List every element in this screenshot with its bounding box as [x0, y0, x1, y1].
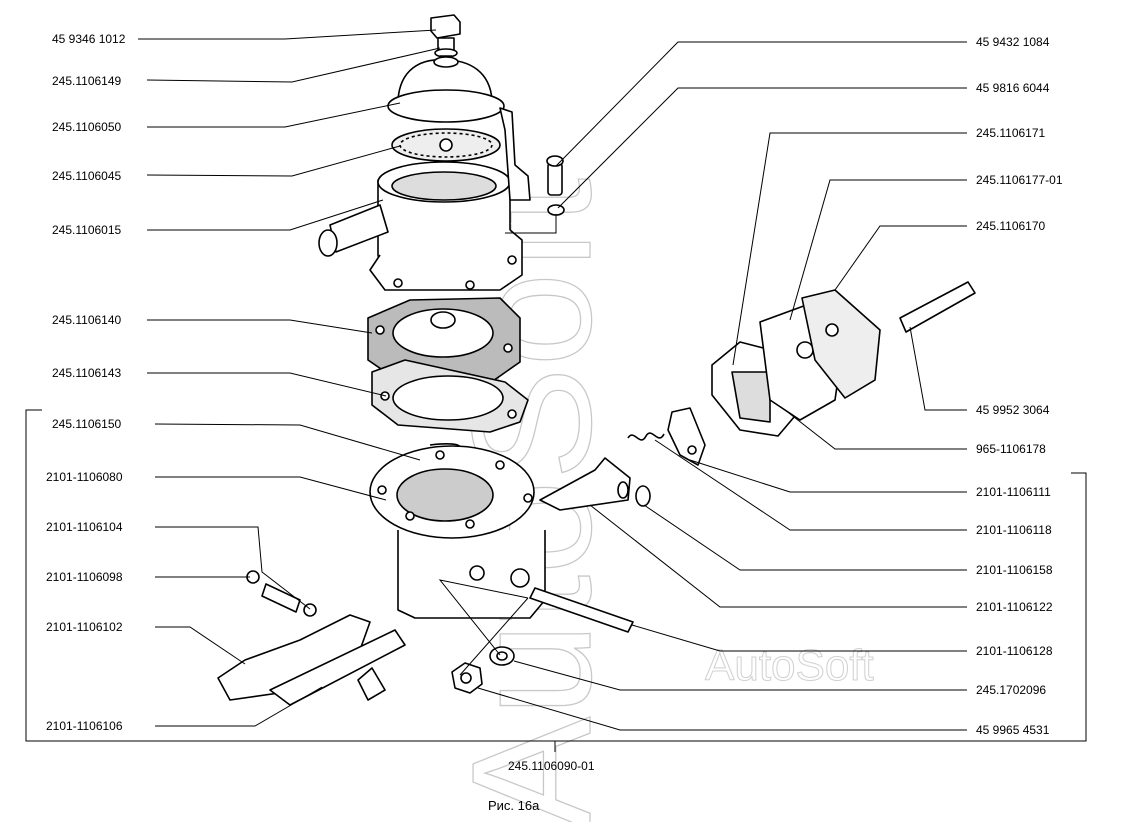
washer-lower	[489, 646, 515, 666]
label-right-13: 245.1702096	[976, 683, 1047, 697]
hand-lever	[217, 614, 406, 706]
label-left-8: 245.1106150	[52, 417, 122, 431]
label-left-5: 245.1106015	[52, 223, 122, 237]
long-stud	[899, 281, 976, 333]
assembly-label: 245.1106090-01	[508, 759, 595, 773]
label-right-1: 45 9432 1084	[976, 35, 1050, 49]
leader-lines	[138, 29, 967, 731]
label-left-13: 2101-1106106	[46, 719, 123, 733]
figure-caption: Рис. 16а	[488, 798, 540, 813]
assembly-bracket	[25, 409, 1087, 752]
label-right-2: 45 9816 6044	[976, 81, 1050, 95]
label-right-9: 2101-1106118	[976, 523, 1052, 537]
label-right-3: 245.1106171	[976, 126, 1046, 140]
lower-body	[369, 445, 546, 619]
label-left-3: 245.1106050	[52, 120, 122, 134]
upper-housing	[318, 107, 531, 291]
hex-nut	[451, 662, 483, 694]
label-right-5: 245.1106170	[976, 219, 1046, 233]
dome-cover	[387, 56, 505, 123]
small-lever	[667, 407, 706, 466]
label-right-11: 2101-1106122	[976, 600, 1053, 614]
label-left-11: 2101-1106098	[46, 570, 123, 584]
label-left-1: 45 9346 1012	[52, 32, 126, 46]
label-left-4: 245.1106045	[52, 169, 122, 183]
lever-small-parts	[246, 570, 317, 617]
label-left-2: 245.1106149	[52, 74, 122, 88]
label-left-6: 245.1106140	[52, 313, 122, 327]
label-left-7: 245.1106143	[52, 366, 122, 380]
label-left-9: 2101-1106080	[46, 470, 123, 484]
label-right-12: 2101-1106128	[976, 644, 1053, 658]
label-right-14: 45 9965 4531	[976, 723, 1050, 737]
label-left-10: 2101-1106104	[46, 520, 123, 534]
filter-screen	[391, 128, 501, 162]
small-spring	[627, 432, 665, 441]
label-right-7: 965-1106178	[976, 442, 1046, 456]
small-washer	[635, 485, 651, 507]
label-right-8: 2101-1106111	[976, 485, 1051, 499]
watermark-small: AutoSoft	[705, 641, 874, 690]
axle-pin	[529, 587, 634, 633]
label-right-6: 45 9952 3064	[976, 403, 1050, 417]
label-right-4: 245.1106177-01	[976, 173, 1063, 187]
label-right-10: 2101-1106158	[976, 563, 1053, 577]
lower-diaphragm	[371, 359, 529, 433]
rocker-lever	[539, 457, 631, 511]
label-left-12: 2101-1106102	[46, 620, 123, 634]
cover-screw	[546, 155, 565, 216]
